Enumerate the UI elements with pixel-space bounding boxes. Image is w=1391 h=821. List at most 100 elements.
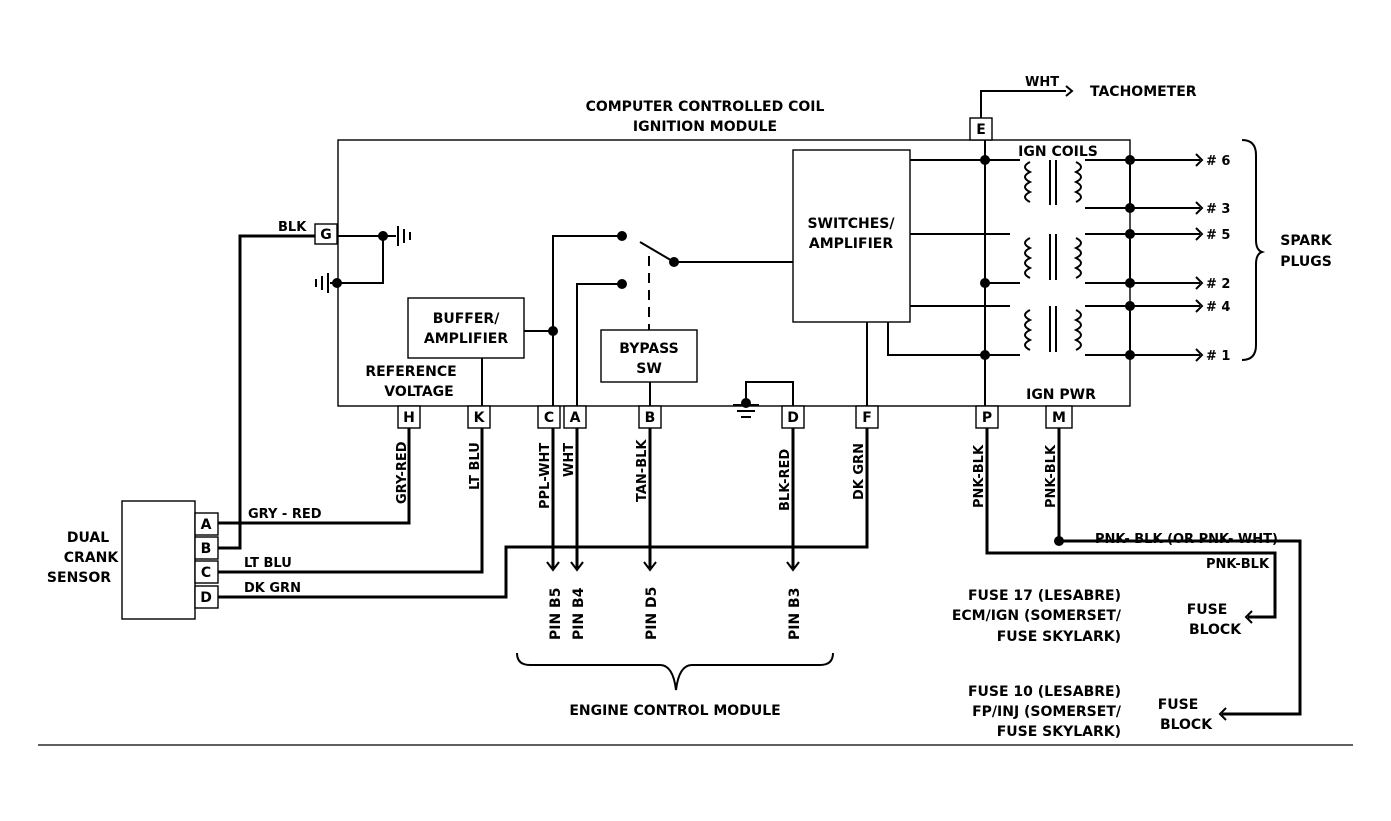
plug-3-label: # 3 xyxy=(1206,202,1230,217)
plug-4-label: # 4 xyxy=(1206,300,1230,315)
dual-crank-sensor-box xyxy=(121,500,196,620)
pnk-blk-label: PNK-BLK xyxy=(1206,557,1270,572)
svg-text:D: D xyxy=(787,410,799,426)
fuse10-line2: FP/INJ (SOMERSET/ xyxy=(972,704,1122,720)
svg-text:B: B xyxy=(645,410,656,426)
fuse10-line1: FUSE 10 (LESABRE) xyxy=(968,684,1121,700)
svg-text:E: E xyxy=(976,122,986,138)
sensor-pin-b: B xyxy=(194,536,219,560)
reference-voltage-line2: VOLTAGE xyxy=(384,384,453,400)
terminal-g: G xyxy=(314,223,338,245)
pin-b5-label: PIN B5 xyxy=(548,588,564,640)
sensor-pin-d: D xyxy=(194,585,219,609)
svg-text:C: C xyxy=(201,565,211,581)
switches-amplifier-block: SWITCHES/ AMPLIFIER xyxy=(792,149,911,323)
c-to-switch-wire xyxy=(552,235,621,406)
spark-plug-leads xyxy=(1130,153,1204,362)
sensor-label-line1: DUAL xyxy=(67,530,109,546)
pnk-blk-m-vertical-label: PNK-BLK xyxy=(1044,444,1059,508)
spark-plugs-label-line1: SPARK xyxy=(1280,233,1333,249)
plug-5-label: # 5 xyxy=(1206,228,1230,243)
ign-coil-1 xyxy=(1024,160,1082,205)
fuse17-block-line2: BLOCK xyxy=(1189,622,1242,638)
fuse10-line3: FUSE SKYLARK) xyxy=(997,724,1121,740)
terminal-k: K xyxy=(467,405,491,429)
terminal-f: F xyxy=(855,405,879,429)
plug-1-label: # 1 xyxy=(1206,349,1230,364)
svg-text:F: F xyxy=(862,410,872,426)
tachometer-label: TACHOMETER xyxy=(1090,84,1197,100)
ign-coil-2 xyxy=(1024,234,1082,280)
spark-plugs-brace xyxy=(1241,139,1266,361)
svg-text:P: P xyxy=(982,410,992,426)
pnk-blk-p-vertical-label: PNK-BLK xyxy=(972,444,987,508)
pnk-blk-p-wire xyxy=(985,428,1277,619)
blk-wire xyxy=(218,234,315,550)
junction-dot xyxy=(548,326,558,336)
switch-contact xyxy=(617,279,627,289)
terminal-e: E xyxy=(969,117,993,141)
tach-arrow xyxy=(1065,85,1074,97)
svg-text:M: M xyxy=(1052,410,1066,426)
a-to-switch-wire xyxy=(576,283,621,406)
switch-pivot xyxy=(669,257,679,267)
plug-6-label: # 6 xyxy=(1206,154,1230,169)
ign-pwr-label: IGN PWR xyxy=(1026,387,1096,403)
fuse10-block-line1: FUSE xyxy=(1158,697,1199,713)
pnk-blk-or-label: PNK- BLK (OR PNK- WHT) xyxy=(1095,532,1278,547)
svg-text:G: G xyxy=(320,227,332,243)
svg-text:BYPASS: BYPASS xyxy=(619,341,678,357)
ecm-brace xyxy=(516,652,834,691)
spark-plugs-label-line2: PLUGS xyxy=(1280,254,1332,270)
sensor-label-line2: CRANK xyxy=(64,550,120,566)
ignition-module-box xyxy=(337,139,1131,407)
g-ground-loop xyxy=(330,236,384,284)
pin-d5-label: PIN D5 xyxy=(644,587,660,640)
module-title-line1: COMPUTER CONTROLLED COIL xyxy=(586,99,825,115)
fuse17-line1: FUSE 17 (LESABRE) xyxy=(968,588,1121,604)
gry-red-horizontal-label: GRY - RED xyxy=(248,507,322,522)
lt-blu-vertical-label: LT BLU xyxy=(468,442,483,490)
svg-text:H: H xyxy=(403,410,415,426)
junction-dot xyxy=(741,398,751,408)
fuse10-block-line2: BLOCK xyxy=(1160,717,1213,733)
gry-red-wire xyxy=(218,428,411,525)
lt-blu-horizontal-label: LT BLU xyxy=(244,556,292,571)
tan-blk-vertical-label: TAN-BLK xyxy=(635,439,650,502)
reference-voltage-line1: REFERENCE xyxy=(365,364,456,380)
sensor-label-line3: SENSOR xyxy=(47,570,111,586)
svg-text:BUFFER/: BUFFER/ xyxy=(433,311,501,327)
junction-dot xyxy=(1054,536,1064,546)
junction-dot xyxy=(378,231,388,241)
dk-grn-horizontal-label: DK GRN xyxy=(244,581,301,596)
ppl-wht-vertical-label: PPL-WHT xyxy=(538,443,553,509)
plug-2-label: # 2 xyxy=(1206,277,1230,292)
blk-wire-label: BLK xyxy=(278,220,307,235)
terminal-d: D xyxy=(781,405,805,429)
svg-text:A: A xyxy=(201,517,212,533)
dk-grn-vertical-label: DK GRN xyxy=(852,443,867,500)
ground-icon xyxy=(315,273,329,293)
terminal-c: C xyxy=(537,405,561,429)
terminal-b: B xyxy=(638,405,662,429)
svg-text:K: K xyxy=(474,410,486,426)
sensor-pin-a: A xyxy=(194,512,219,536)
svg-text:C: C xyxy=(544,410,554,426)
d-ground-wire xyxy=(745,381,794,406)
terminal-m: M xyxy=(1045,405,1073,429)
svg-text:A: A xyxy=(570,410,581,426)
coil-drive-wire xyxy=(887,322,1010,356)
lt-blu-wire xyxy=(218,428,484,574)
pnk-blk-m-wire xyxy=(1057,428,1302,716)
svg-text:AMPLIFIER: AMPLIFIER xyxy=(809,236,893,252)
pin-b4-label: PIN B4 xyxy=(571,587,587,640)
svg-text:SW: SW xyxy=(636,361,662,377)
pin-b3-label: PIN B3 xyxy=(787,588,803,640)
ecm-label: ENGINE CONTROL MODULE xyxy=(569,703,780,719)
ign-coil-3 xyxy=(1024,306,1082,352)
svg-text:AMPLIFIER: AMPLIFIER xyxy=(424,331,508,347)
e-to-tach-wire xyxy=(980,90,1066,118)
ground-icon xyxy=(397,226,411,246)
wht-vertical-label: WHT xyxy=(562,443,577,477)
ecm-pin-arrows xyxy=(546,561,800,572)
